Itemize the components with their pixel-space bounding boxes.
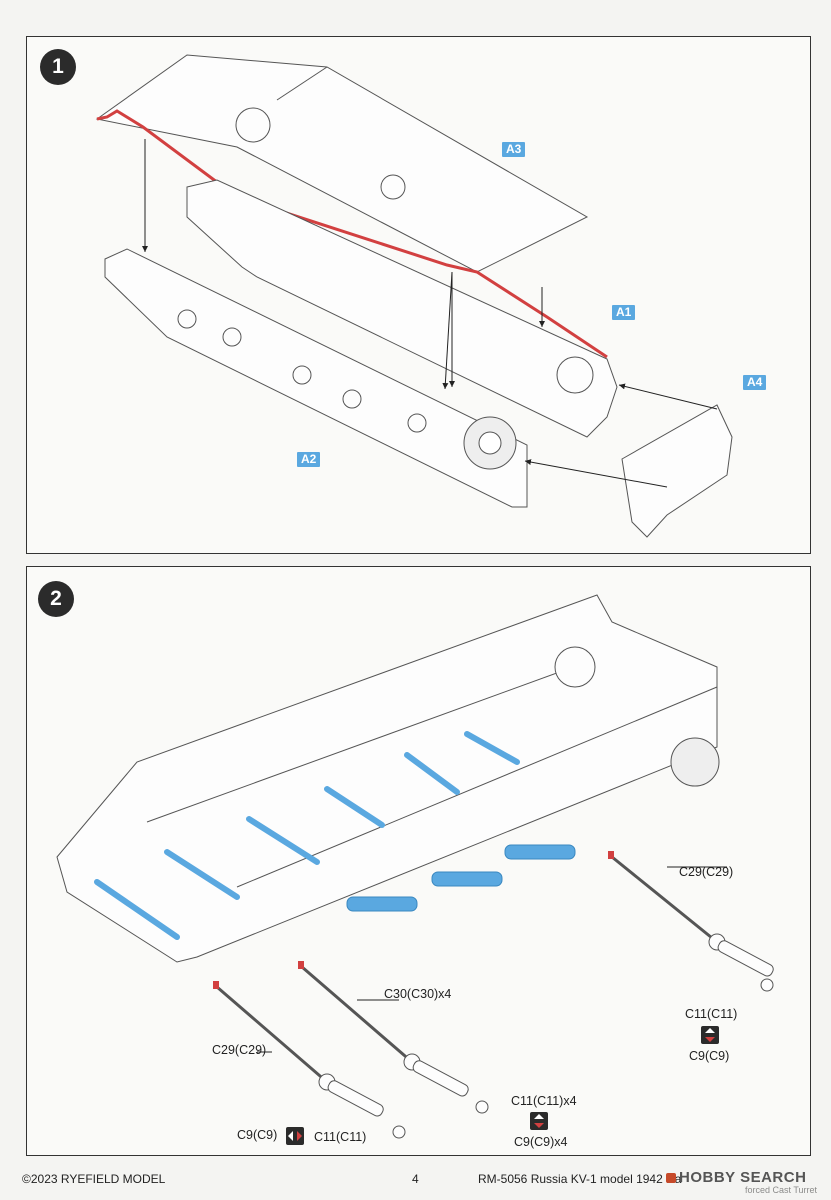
- hull-top-plate-a3: [95, 54, 589, 273]
- footer-copyright: ©2023 RYEFIELD MODEL: [22, 1172, 166, 1186]
- step-1-illustration: [95, 54, 733, 538]
- step-1-panel: 1: [26, 36, 811, 554]
- watermark-text: HOBBY SEARCH: [679, 1169, 807, 1186]
- torsion-bars-blue: [94, 731, 520, 940]
- callout-c9-left: C9(C9): [237, 1128, 278, 1142]
- callout-c11-x4: C11(C11)x4: [511, 1094, 577, 1108]
- footer-product-tail: forced Cast Turret: [745, 1185, 818, 1195]
- footer-product-title: RM-5056 Russia KV-1 model 1942 Ra: [478, 1172, 682, 1186]
- callout-c29-left: C29(C29): [212, 1043, 267, 1057]
- idler-mount: [670, 737, 720, 787]
- flip-horizontal-icon: [286, 1127, 304, 1145]
- callout-c9-right: C9(C9): [689, 1049, 730, 1063]
- part-tag-a2: A2: [297, 452, 321, 467]
- part-tag-a1: A1: [612, 305, 636, 320]
- callout-c11-right: C11(C11): [685, 1007, 738, 1021]
- front-plate-a4: [621, 404, 733, 538]
- callout-c9-x4: C9(C9)x4: [514, 1135, 568, 1149]
- watermark-logo-icon: [666, 1172, 676, 1183]
- flip-vertical-icon: [530, 1112, 548, 1130]
- hull-assembly: [56, 594, 718, 963]
- loose-parts: [216, 855, 774, 1139]
- callout-c29-right: C29(C29): [679, 865, 734, 879]
- step-number-badge: 2: [38, 581, 74, 617]
- flip-vertical-icon: [701, 1026, 719, 1044]
- suspension-arms-blue: [346, 844, 576, 912]
- part-tag-a4: A4: [743, 375, 767, 390]
- hull-side-plate-a1: [186, 179, 618, 438]
- footer-page-number: 4: [412, 1172, 419, 1186]
- part-tag-a3: A3: [502, 142, 526, 157]
- step-2-illustration: [56, 594, 774, 1139]
- hobby-search-watermark: HOBBY SEARCH: [666, 1169, 806, 1186]
- step-number-badge: 1: [40, 49, 76, 85]
- callout-c11-left: C11(C11): [314, 1130, 367, 1144]
- callout-c30-x4: C30(C30)x4: [384, 987, 452, 1001]
- hull-side-plate-a2: [104, 248, 528, 508]
- step-2-panel: 2: [26, 566, 811, 1156]
